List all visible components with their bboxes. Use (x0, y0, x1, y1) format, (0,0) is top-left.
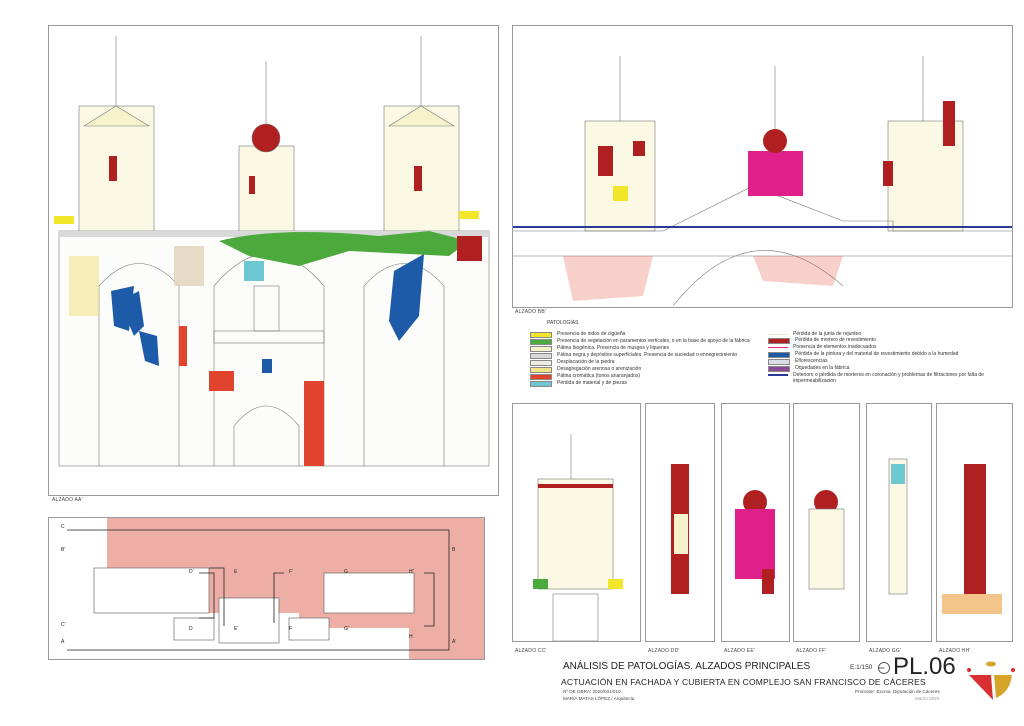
elevation-dd-label: ALZADO DD' (648, 648, 680, 654)
legend-label: Desplacación de la piedra (557, 359, 615, 365)
diputacion-logo (967, 661, 1015, 700)
svg-text:D: D (189, 626, 193, 632)
svg-text:G: G (344, 569, 348, 575)
legend-item: Desplacación de la piedra (530, 359, 762, 366)
svg-text:E': E' (234, 626, 238, 632)
legend-swatch-icon (768, 374, 788, 376)
elevation-cc-label: ALZADO CC' (515, 648, 547, 654)
legend-swatch-icon (530, 339, 552, 345)
legend-swatch-icon (530, 381, 552, 387)
elevation-aa-panel (48, 25, 499, 496)
elevation-bb-panel (512, 25, 1013, 308)
legend-label: Eflorescencias (795, 357, 828, 364)
legend-label: Deterioro o pérdida de morteros en coron… (793, 371, 984, 384)
legend-item: Oquedades en la fábrica (768, 365, 1013, 372)
legend-label: Pérdida de la pintura y del material de … (795, 350, 959, 357)
architect: MARÍA MATAS LÓPEZ / Arquitecta (563, 696, 635, 701)
plan-section-labels: C B' C' A D' D E E' F' F G G' H' H B A' (61, 524, 456, 645)
svg-text:B': B' (61, 547, 65, 553)
legend-swatch-icon (530, 346, 552, 352)
legend-swatch-icon (530, 353, 552, 359)
elevation-dd-panel (645, 403, 715, 642)
elevation-ee-label: ALZADO EE' (724, 648, 756, 654)
legend-label: Presencia de elementos inadecuados (793, 344, 877, 351)
svg-text:A': A' (452, 639, 456, 645)
legend-label: Presencia de vegetación en paramentos ve… (557, 338, 750, 344)
legend-item: Pátina cromática (tonos anaranjados) (530, 373, 762, 380)
elevation-bb-drawing (513, 56, 1012, 307)
legend-swatch-icon (530, 360, 552, 366)
elevation-aa-drawing (54, 36, 490, 467)
svg-text:C: C (61, 524, 65, 530)
elevation-hh-label: ALZADO HH' (939, 648, 971, 654)
legend-swatch-icon (768, 365, 790, 372)
north-arrow-icon (878, 662, 890, 674)
elevation-hh-panel (936, 403, 1013, 642)
legend-item: Deterioro o pérdida de morteros en coron… (768, 372, 1013, 385)
elevation-gg-panel (866, 403, 932, 642)
legend-item: Pátina biogénica. Presencia de musgos y … (530, 345, 762, 352)
legend-swatch-icon (530, 367, 552, 373)
svg-text:D': D' (189, 569, 194, 575)
svg-text:H': H' (409, 569, 414, 575)
svg-text:G': G' (344, 626, 349, 632)
svg-text:A: A (61, 639, 65, 645)
scale-label: E:1/150 (850, 664, 873, 671)
legend-label: Pátina biogénica. Presencia de musgos y … (557, 345, 670, 351)
legend-item: Eflorescencias (768, 358, 1013, 365)
pathologies-legend: PATOLOGÍAS Presencia de nidos de cigüeña… (530, 320, 1015, 400)
legend-swatch-icon (768, 346, 788, 349)
legend-label: Pérdida de material y de piezas (557, 380, 628, 386)
sheet-title: ANÁLISIS DE PATOLOGÍAS. ALZADOS PRINCIPA… (563, 661, 811, 672)
legend-swatch-icon (768, 333, 788, 335)
legend-label: Pátina cromática (tonos anaranjados) (557, 373, 641, 379)
project-subtitle: ACTUACIÓN EN FACHADA Y CUBIERTA EN COMPL… (561, 677, 926, 687)
legend-item: Pérdida de la pintura y del material de … (768, 351, 1013, 358)
svg-text:F': F' (289, 569, 293, 575)
legend-item: Pérdida de la junta de rejunteo (768, 331, 1013, 337)
svg-text:C': C' (61, 622, 66, 628)
work-number: Nº DE OBRA: 2020/031/010 (563, 689, 621, 694)
svg-text:F: F (289, 626, 292, 632)
legend-item: Presencia de elementos inadecuados (768, 344, 1013, 350)
svg-text:B: B (452, 547, 456, 553)
legend-label: Pérdida de la junta de rejunteo (793, 331, 862, 337)
legend-label: Oquedades en la fábrica (795, 364, 850, 371)
legend-label: Pátina negra y depósitos superficiales. … (557, 352, 738, 358)
legend-label: Desagregación arenosa o arenización (557, 366, 642, 372)
legend-label: Pérdida de mortero de revestimiento (795, 337, 876, 344)
legend-swatch-icon (768, 358, 790, 365)
sheet-number: PL.06 (893, 653, 956, 680)
elevation-aa-label: ALZADO AA' (52, 497, 83, 503)
legend-title: PATOLOGÍAS (547, 320, 579, 326)
legend-swatch-icon (530, 332, 552, 338)
elevation-ff-label: ALZADO FF' (796, 648, 827, 654)
legend-swatch-icon (530, 374, 552, 380)
legend-item: Pérdida de mortero de revestimiento (768, 337, 1013, 345)
elevation-bb-label: ALZADO BB' (515, 309, 547, 315)
svg-text:H: H (409, 634, 413, 640)
elevation-ff-panel (793, 403, 860, 642)
promoter: Promotor: Excma. Diputación de Cáceres (855, 689, 940, 694)
legend-label: Presencia de nidos de cigüeña (557, 331, 626, 337)
elevation-cc-panel (512, 403, 641, 642)
legend-swatch-icon (768, 338, 790, 345)
svg-text:E: E (234, 569, 238, 575)
legend-item: Pérdida de material y de piezas (530, 380, 762, 387)
legend-item: Presencia de vegetación en paramentos ve… (530, 338, 762, 345)
elevation-gg-label: ALZADO GG' (869, 648, 902, 654)
floor-plan-panel: C B' C' A D' D E E' F' F G G' H' H B A' (48, 517, 485, 660)
legend-item: Presencia de nidos de cigüeña (530, 331, 762, 338)
legend-item: Pátina negra y depósitos superficiales. … (530, 352, 762, 359)
elevation-ee-panel (721, 403, 790, 642)
legend-swatch-icon (768, 351, 790, 358)
date: Marzo 2020 (915, 696, 940, 701)
legend-item: Desagregación arenosa o arenización (530, 366, 762, 373)
floor-plan-drawing: C B' C' A D' D E E' F' F G G' H' H B A' (61, 518, 484, 659)
